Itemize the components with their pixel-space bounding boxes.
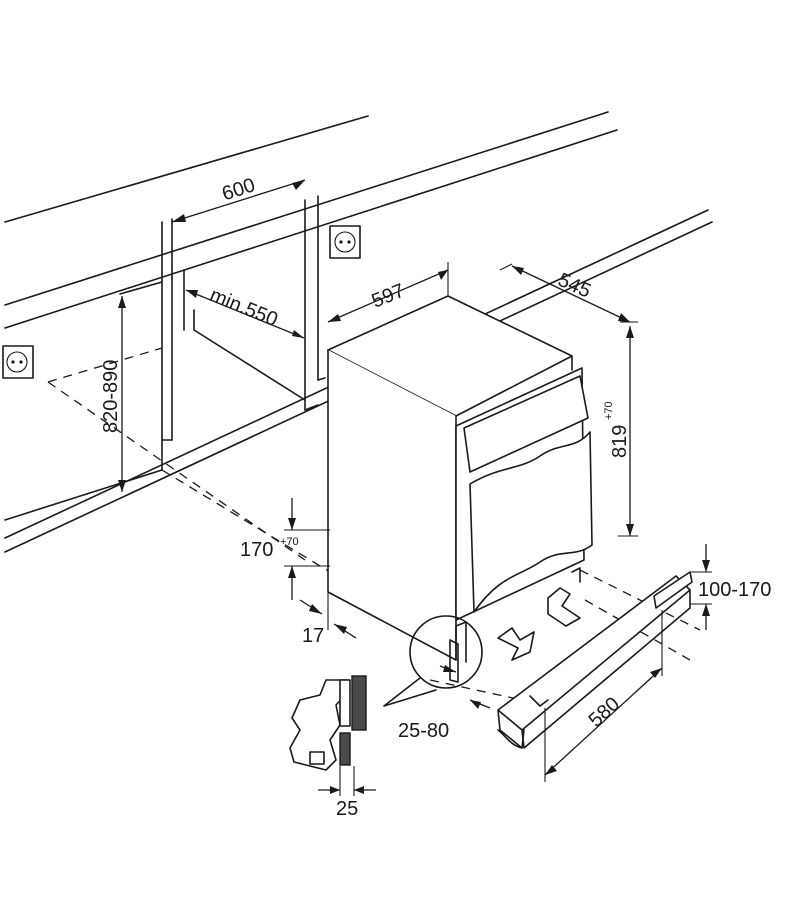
socket-icon-left	[2, 345, 34, 379]
dim-appliance-depth: 545	[499, 263, 631, 323]
dim-plinth-height: 100-170	[690, 544, 771, 630]
label-niche-depth: min.550	[207, 284, 281, 331]
label-plinth-height: 100-170	[698, 579, 771, 601]
label-appliance-width: 597	[369, 280, 408, 313]
niche-inner	[183, 195, 326, 411]
label-appliance-height: 819	[609, 425, 631, 458]
dim-niche-height: 820-890	[100, 296, 126, 492]
dim-plinth-clearance: 170 +70	[240, 498, 330, 600]
plinth	[497, 571, 693, 749]
dim-niche-width: 600	[171, 174, 306, 224]
dim-plinth-setback: 25-80	[398, 665, 491, 742]
dim-panel-thickness: 25	[318, 766, 376, 820]
dim-door-offset: 17	[299, 592, 357, 647]
socket-icon-right	[329, 225, 361, 259]
label-panel-thickness: 25	[336, 798, 358, 820]
label-niche-width: 600	[219, 174, 258, 205]
appliance-body	[327, 295, 593, 663]
panel-detail	[289, 675, 367, 771]
dim-niche-depth: min.550	[185, 284, 305, 339]
label-appliance-height-tolerance: +70	[603, 401, 615, 420]
left-cabinet	[4, 218, 173, 521]
label-plinth-setback: 25-80	[398, 720, 449, 742]
label-plinth-length: 580	[585, 693, 625, 732]
label-plinth-clearance-tolerance: +70	[280, 536, 299, 548]
label-niche-height: 820-890	[100, 360, 122, 433]
label-appliance-depth: 545	[555, 269, 594, 303]
dim-appliance-height: 819 +70	[603, 321, 638, 537]
label-plinth-clearance: 170	[240, 539, 273, 561]
base-vent-arrows	[497, 567, 581, 661]
label-door-offset: 17	[302, 625, 324, 647]
detail-callout	[383, 615, 483, 707]
